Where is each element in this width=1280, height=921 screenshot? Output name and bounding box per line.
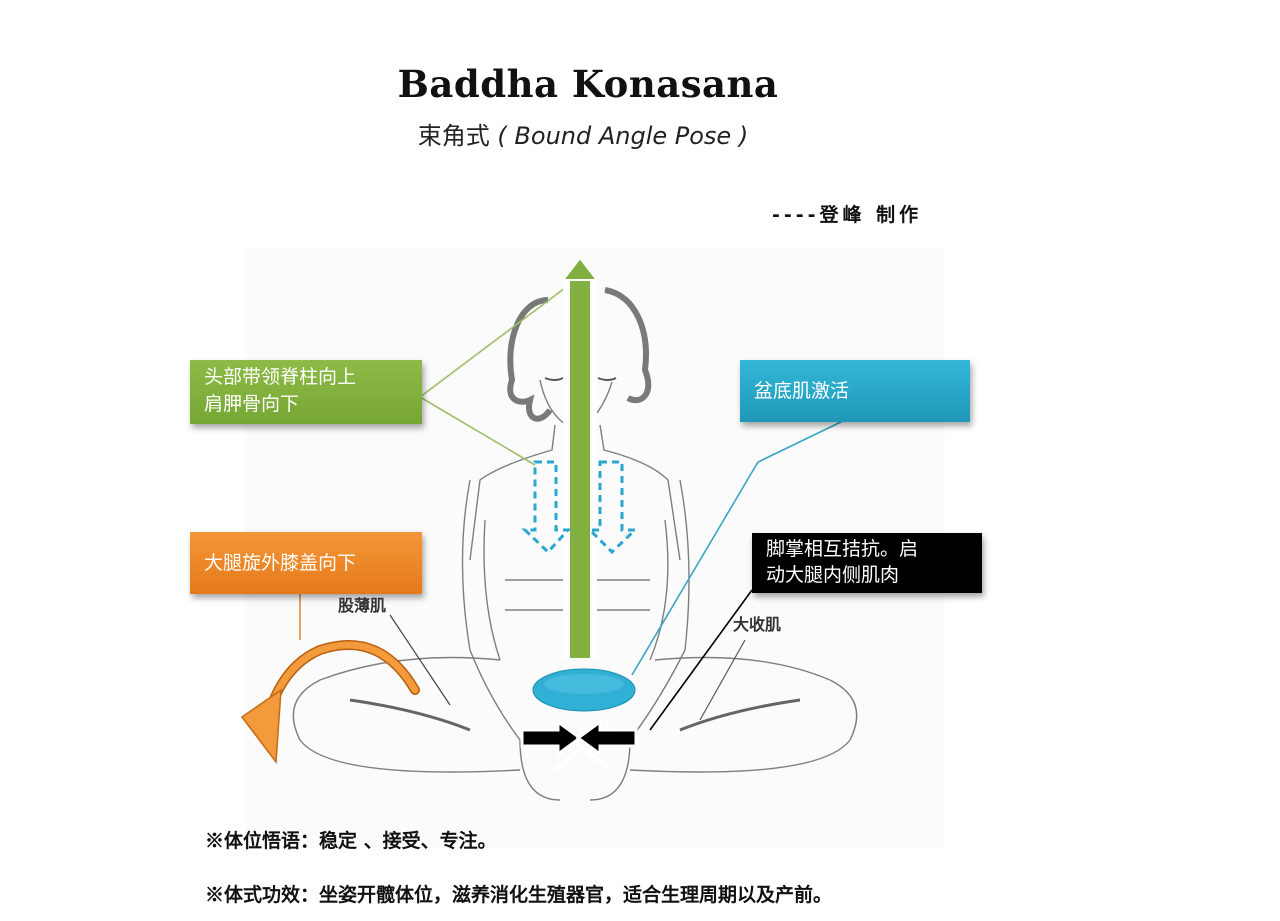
- pose-subtitle-en: ( Bound Angle Pose ): [497, 122, 749, 150]
- label-pelvic-floor-text: 盆底肌激活: [754, 379, 850, 402]
- label-thigh-rotation-text: 大腿旋外膝盖向下: [204, 551, 357, 574]
- label-spine-line1: 头部带领脊柱向上: [204, 366, 357, 388]
- label-feet-press: 脚掌相互拮抗。启 动大腿内侧肌肉: [752, 533, 982, 593]
- green-connector-bottom: [419, 396, 536, 466]
- label-feet-press-line1: 脚掌相互拮抗。启: [766, 538, 919, 560]
- green-connector-top: [419, 287, 566, 398]
- muscle-label-sartorius: 股薄肌: [338, 596, 387, 615]
- note-essence: ※体位悟语：稳定 、接受、专注。: [205, 830, 497, 852]
- converging-arrows-icon: [520, 719, 638, 772]
- muscle-label-adductor: 大收肌: [733, 615, 782, 634]
- label-pelvic-floor: 盆底肌激活: [740, 360, 970, 422]
- note-benefits: ※体式功效：坐姿开髋体位，滋养消化生殖器官，适合生理周期以及产前。: [205, 884, 833, 906]
- label-spine-line2: 肩胛骨向下: [204, 393, 300, 415]
- pose-title: Baddha Konasana: [397, 62, 779, 106]
- pose-subtitle-cn: 束角式: [417, 122, 490, 150]
- curved-arrow-icon: [240, 640, 420, 765]
- pose-subtitle: 束角式 ( Bound Angle Pose ): [0, 116, 1166, 151]
- blue-connector: [631, 419, 846, 676]
- label-thigh-rotation: 大腿旋外膝盖向下: [190, 532, 422, 594]
- up-arrow-icon: [560, 256, 600, 658]
- dashed-down-arrow-icon: [521, 460, 639, 555]
- author-credit: ----登峰 制作: [772, 204, 923, 226]
- label-feet-press-line2: 动大腿内侧肌肉: [766, 564, 900, 586]
- black-connector: [649, 589, 753, 731]
- figure-sketch: [292, 287, 858, 801]
- label-spine-shoulders: 头部带领脊柱向上 肩胛骨向下: [190, 360, 422, 424]
